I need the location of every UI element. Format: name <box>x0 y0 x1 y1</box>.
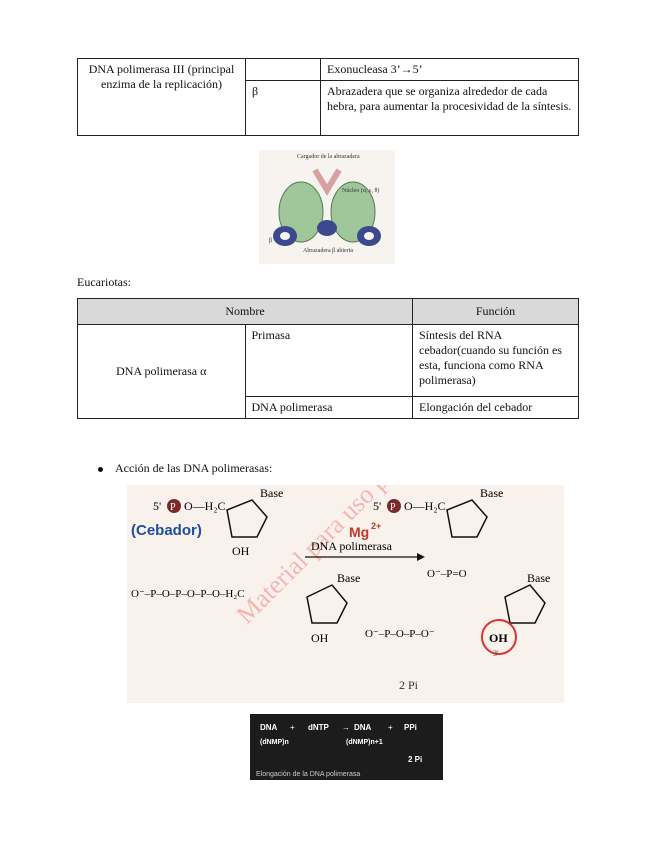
function-cell: Elongación del cebador <box>412 396 579 419</box>
enzyme-cell: DNA polimerasa α <box>77 324 246 419</box>
eq-dnmp-n1: (dNMP)n+1 <box>346 739 383 746</box>
ch2-left: O—H₂C <box>184 499 226 513</box>
mg-label: Mg <box>349 524 369 540</box>
eq-dnmp-n: (dNMP)n <box>260 739 289 746</box>
enzyme-label: DNA polimerasa <box>311 539 393 553</box>
phosphate-label-right: P <box>390 502 396 513</box>
function-cell: Abrazadera que se organiza alrededor de … <box>320 80 579 136</box>
phosphate-label: P <box>170 502 176 513</box>
equation-figure: DNA + dNTP → DNA + PPi (dNMP)n (dNMP)n+1… <box>250 714 443 780</box>
component-cell: DNA polimerasa <box>244 396 413 419</box>
subunit-cell: β <box>245 80 321 136</box>
phosphodiester: O⁻–P=O <box>427 568 467 580</box>
header-funcion: Función <box>412 298 579 325</box>
phosphate-icon <box>167 499 181 513</box>
table-header-row: Nombre Función <box>77 298 579 325</box>
ch2-right: O—H₂C <box>404 499 446 513</box>
bullet-item: Acción de las DNA polimerasas: <box>98 461 272 476</box>
bullet-icon <box>98 466 103 472</box>
phosphate-icon <box>387 499 401 513</box>
eq-arrow: → <box>342 723 350 732</box>
oh-highlight-circle <box>481 619 517 655</box>
base-label-left: Base <box>260 486 283 500</box>
subunit-cell <box>245 58 321 81</box>
header-nombre: Nombre <box>77 298 413 325</box>
core-label: Núcleo (α, ε, θ) <box>342 187 379 194</box>
sliding-clamp-figure: Cargador de la abrazadera Núcleo (α, ε, … <box>259 150 395 264</box>
component-cell: Primasa <box>244 324 413 397</box>
base-label-mid: Base <box>337 571 360 585</box>
function-cell: Síntesis del RNA cebador(cuando su funci… <box>412 324 579 397</box>
prime3-label: 3' <box>493 649 499 658</box>
triphosphate-chain: O⁻–P–O–P–O–P–O–H₂C <box>131 588 245 600</box>
oh-left: OH <box>232 544 250 558</box>
prime5-left: 5' <box>153 499 161 513</box>
clamp-loader-label: Cargador de la abrazadera <box>297 154 360 160</box>
table-row: DNA polimerasa III (principal enzima de … <box>77 58 579 136</box>
open-clamp-label: Abrazadera β abierta <box>303 248 353 254</box>
prime5-right: 5' <box>373 499 381 513</box>
eq-caption: Elongación de la DNA polimerasa <box>256 771 360 778</box>
eq-dna-1: DNA <box>260 723 278 732</box>
eq-plus-1: + <box>290 723 295 732</box>
enzyme-cell: DNA polimerasa III (principal enzima de … <box>77 58 246 136</box>
table-row: DNA polimerasa α Primasa Síntesis del RN… <box>77 324 579 419</box>
bullet-text: Acción de las DNA polimerasas: <box>115 461 273 475</box>
sugar-ring <box>226 499 268 538</box>
oh-mid: OH <box>311 631 329 645</box>
base-label-right: Base <box>480 486 503 500</box>
beta-label: β <box>269 238 272 244</box>
section-eucariotas: Eucariotas: <box>77 275 131 289</box>
polymerase-reaction-figure: Material para uso personal (Prohibida su… <box>127 485 564 703</box>
pyrophosphate: O⁻–P–O–P–O⁻ <box>365 628 435 640</box>
eq-dntp: dNTP <box>308 723 330 732</box>
oh-new: OH <box>489 631 508 645</box>
table-row: β Abrazadera que se organiza alrededor d… <box>78 80 579 136</box>
eq-plus-2: + <box>388 723 393 732</box>
table-row: DNA polimerasa Elongación del cebador <box>78 396 579 419</box>
eq-pi: 2 Pi <box>408 755 422 764</box>
eq-ppi: PPi <box>404 723 417 732</box>
dna-polymerase-iii-table: DNA polimerasa III (principal enzima de … <box>77 58 579 136</box>
base-label-new: Base <box>527 571 550 585</box>
function-cell: Exonucleasa 3’→5’ <box>320 58 579 81</box>
dna-polymerase-alpha-table: Nombre Función DNA polimerasa α Primasa … <box>77 298 579 419</box>
eq-dna-2: DNA <box>354 723 372 732</box>
cebador-label: (Cebador) <box>131 522 202 539</box>
pi-label: 2 Pi <box>399 678 419 692</box>
mg-charge: 2+ <box>371 521 381 531</box>
